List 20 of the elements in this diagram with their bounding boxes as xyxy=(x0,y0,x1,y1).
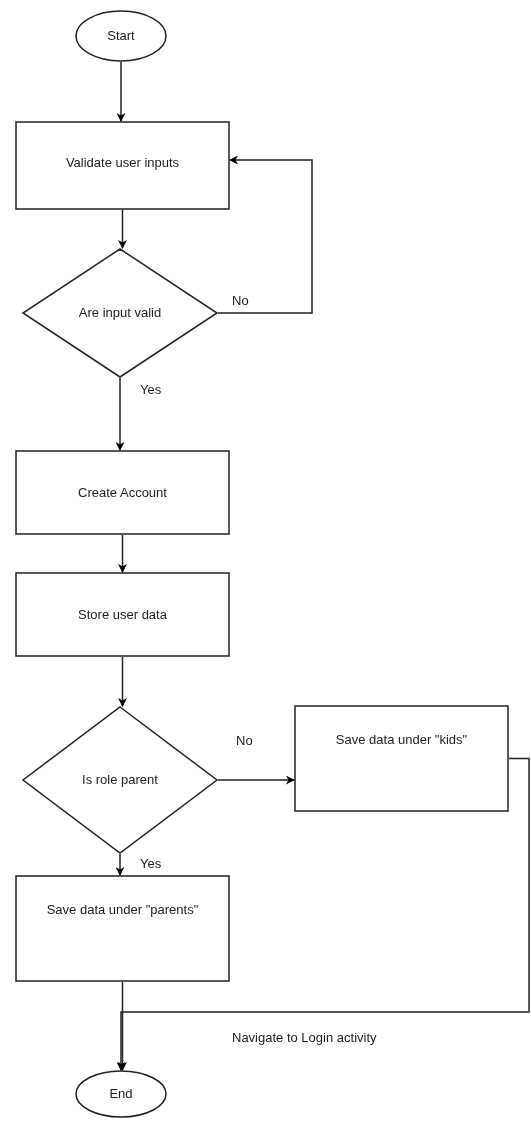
edge-label: Navigate to Login activity xyxy=(232,1030,377,1046)
node-text: Start xyxy=(107,27,135,45)
arrow xyxy=(217,155,313,314)
node-text: Save data under "kids" xyxy=(335,731,468,749)
node-text: Is role parent xyxy=(82,771,158,789)
arrow xyxy=(115,853,125,876)
arrow xyxy=(116,61,126,122)
arrow xyxy=(217,775,295,785)
arrow xyxy=(115,377,125,451)
node-text: Validate user inputs xyxy=(65,154,180,172)
arrow xyxy=(118,656,127,707)
node-text: Store user data xyxy=(78,605,167,624)
node-text: Are input valid xyxy=(78,304,162,322)
arrow xyxy=(116,757,530,1071)
node-text: End xyxy=(109,1085,133,1103)
arrow xyxy=(118,981,127,1071)
node-text: Save data under "parents" xyxy=(46,901,199,919)
node-text: Create Account xyxy=(78,483,167,502)
arrow xyxy=(118,534,127,573)
arrow xyxy=(118,209,127,249)
